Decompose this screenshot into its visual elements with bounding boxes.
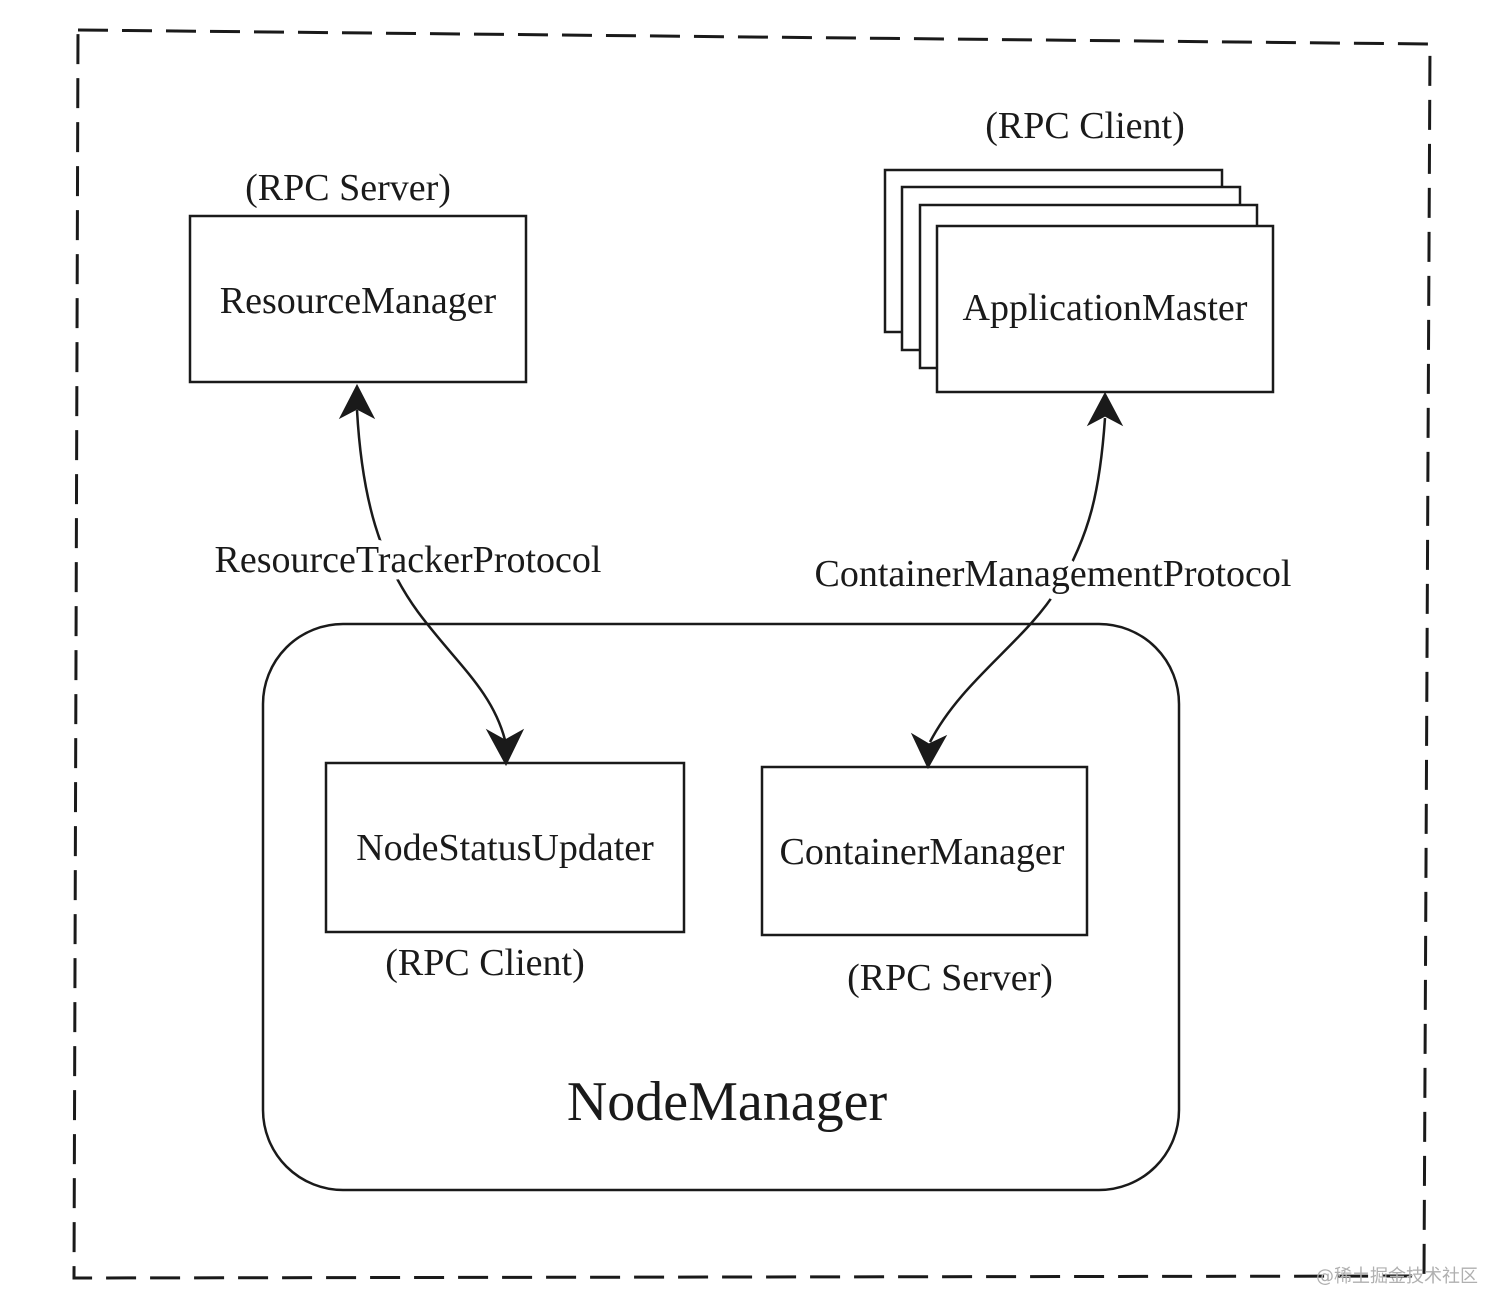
- container-management-arrowhead-down: [910, 732, 948, 770]
- container-manager-box: [760, 765, 1089, 937]
- container-manager-role-label: (RPC Server): [847, 957, 1053, 999]
- resource-tracker-arrowhead-down: [485, 728, 525, 767]
- node-manager-node: NodeStatusUpdater (RPC Client) Container…: [261, 622, 1181, 1192]
- resource-manager-node: (RPC Server) ResourceManager: [188, 167, 528, 384]
- resource-manager-label: ResourceManager: [220, 280, 497, 322]
- application-master-node: (RPC Client) ApplicationMaster: [883, 105, 1275, 394]
- container-management-protocol-curve: [928, 417, 1107, 743]
- resource-tracker-protocol-connector: ResourceTrackerProtocol: [208, 383, 608, 767]
- container-manager-label: ContainerManager: [780, 831, 1065, 873]
- container-management-protocol-label: ContainerManagementProtocol: [815, 553, 1292, 595]
- resource-tracker-arrowhead-up: [338, 383, 376, 420]
- resource-tracker-protocol-label: ResourceTrackerProtocol: [215, 539, 602, 581]
- resource-manager-box: [188, 214, 528, 384]
- application-master-role-label: (RPC Client): [985, 105, 1185, 147]
- container-management-arrowhead-up: [1086, 391, 1124, 427]
- node-manager-title: NodeManager: [567, 1071, 888, 1133]
- resource-tracker-protocol-curve: [355, 409, 507, 741]
- container-management-protocol-connector: ContainerManagementProtocol: [808, 391, 1299, 770]
- watermark-text: @稀土掘金技术社区: [1316, 1266, 1478, 1287]
- application-master-label: ApplicationMaster: [963, 287, 1248, 329]
- node-status-updater-role-label: (RPC Client): [385, 942, 585, 984]
- node-status-updater-label: NodeStatusUpdater: [356, 827, 654, 869]
- outer-dashed-boundary: [72, 28, 1432, 1280]
- resource-manager-role-label: (RPC Server): [245, 167, 451, 209]
